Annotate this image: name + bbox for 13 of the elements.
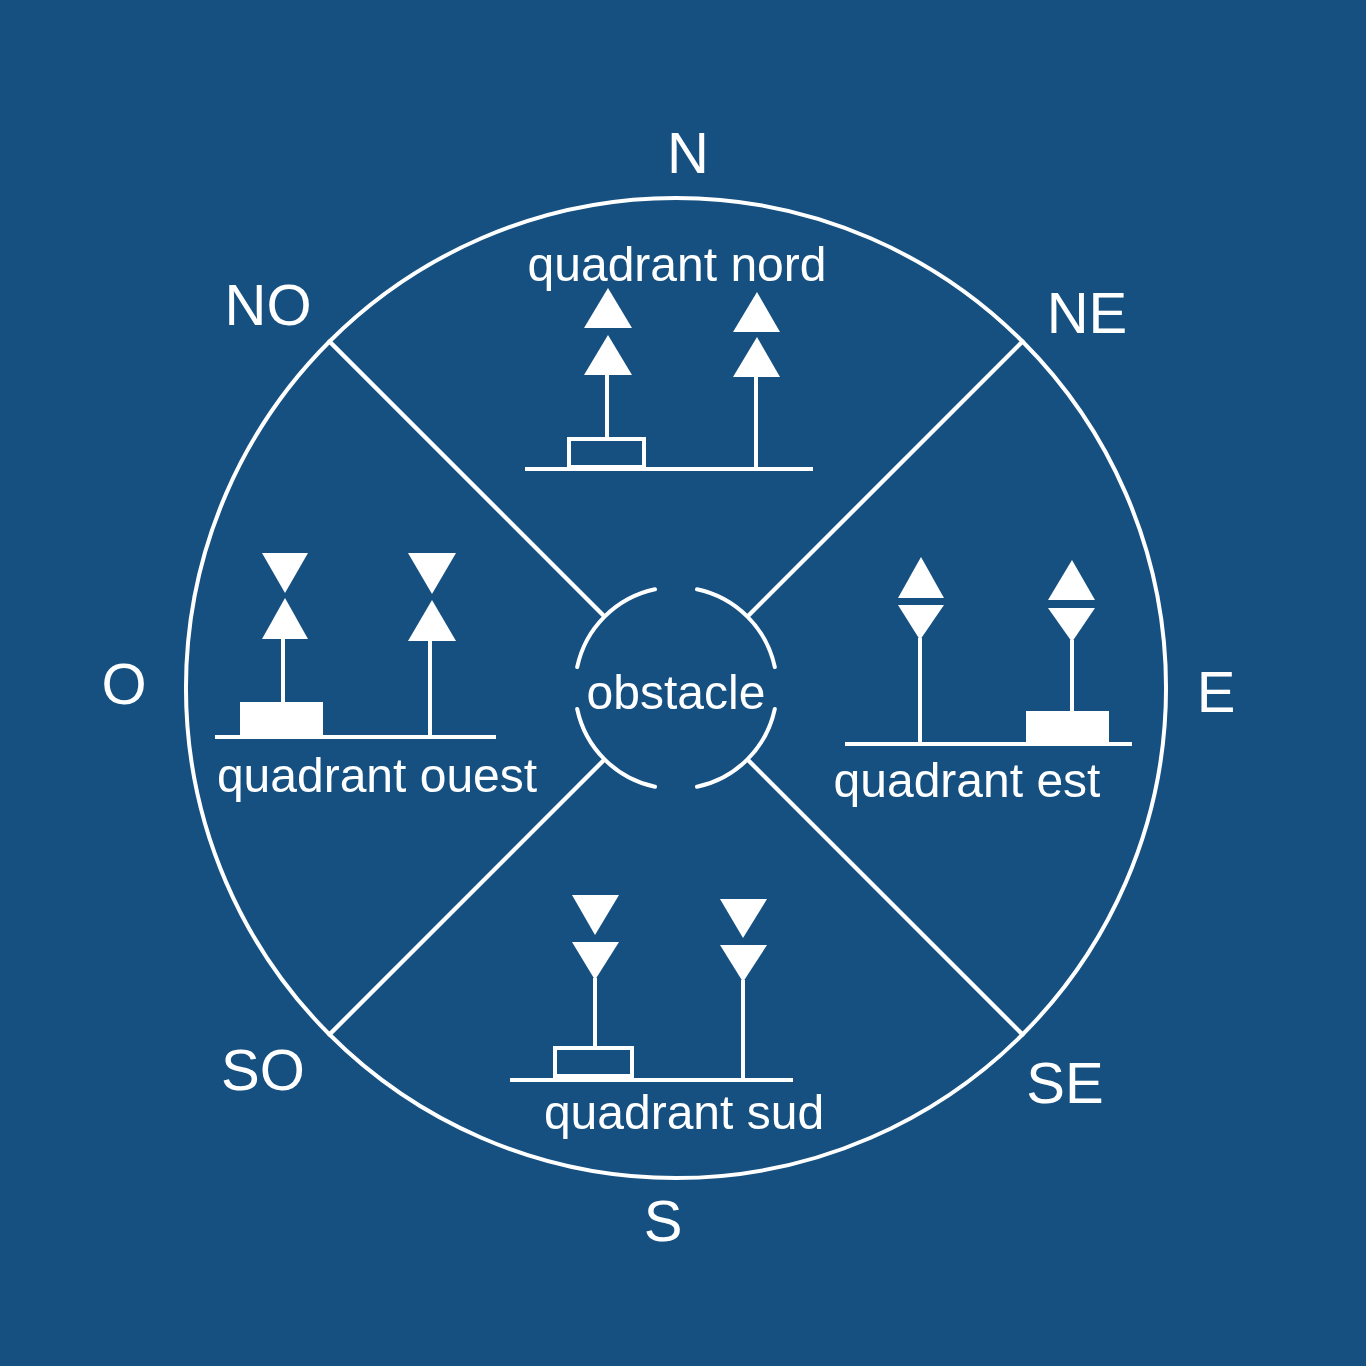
quadrant-label: quadrant ouest [216,752,538,800]
quadrant-label: quadrant nord [527,241,827,289]
quadrant-label: quadrant sud [543,1089,825,1137]
compass-point-label: N [667,124,709,182]
compass-point-label: SO [221,1041,305,1099]
compass-point-label: SE [1026,1054,1104,1112]
quadrant-label: quadrant est [833,757,1101,805]
compass-point-label: O [101,655,147,713]
compass-point-label: E [1196,663,1236,721]
compass-point-label: NO [224,276,312,334]
obstacle-label: obstacle [586,669,766,717]
compass-point-label: NE [1046,284,1128,342]
compass-point-label: S [643,1192,683,1250]
